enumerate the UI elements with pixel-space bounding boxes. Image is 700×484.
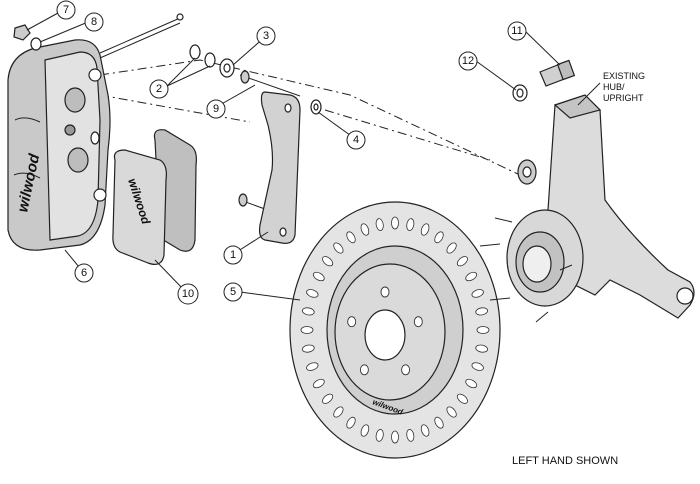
rotor-drill-hole xyxy=(301,344,315,353)
rotor-drill-hole xyxy=(346,416,356,429)
rotor-drill-hole xyxy=(333,242,344,254)
rotor-drill-hole xyxy=(434,231,444,244)
centerlines xyxy=(99,59,521,176)
caliper-bolt xyxy=(99,13,184,59)
rotor-drill-hole xyxy=(322,393,334,404)
svg-text:8: 8 xyxy=(91,16,97,28)
rotor-drill-hole xyxy=(471,289,484,298)
rotor-drill-hole xyxy=(406,429,415,442)
rotor-lug-hole xyxy=(359,364,369,376)
rotor-drill-hole xyxy=(471,362,484,371)
rotor-drill-hole xyxy=(312,378,325,389)
rotor-drill-hole xyxy=(375,429,384,442)
rotor-drill-hole xyxy=(406,218,415,231)
rotor-drill-hole xyxy=(333,406,344,418)
svg-text:10: 10 xyxy=(182,288,194,300)
callout-9: 9 xyxy=(206,99,226,119)
rotor-drill-hole xyxy=(391,430,399,444)
callout-5: 5 xyxy=(223,282,243,302)
rotor-drill-hole xyxy=(306,362,319,371)
rotor-drill-hole xyxy=(346,231,356,244)
rotor-drill-hole xyxy=(420,223,430,236)
svg-text:12: 12 xyxy=(462,55,474,67)
rotor-drill-hole xyxy=(475,307,489,316)
rotor-lug-hole xyxy=(401,364,411,376)
rotor-drill-hole xyxy=(446,406,457,418)
callout-4: 4 xyxy=(346,130,366,150)
rotor-drill-hole xyxy=(300,326,314,334)
svg-text:2: 2 xyxy=(156,83,162,95)
svg-text:7: 7 xyxy=(63,4,69,16)
svg-text:1: 1 xyxy=(230,249,236,261)
rotor-drill-holes xyxy=(300,216,490,444)
hub-upright xyxy=(479,94,695,323)
callout-6: 6 xyxy=(74,263,94,283)
rotor-drill-hole xyxy=(465,378,478,389)
washers xyxy=(189,44,322,115)
callout-7: 7 xyxy=(56,0,76,20)
callout-3: 3 xyxy=(256,26,276,46)
svg-text:UPRIGHT: UPRIGHT xyxy=(603,93,644,103)
svg-text:5: 5 xyxy=(230,286,236,298)
callout-1: 1 xyxy=(223,245,243,265)
rotor-lug-holes xyxy=(347,286,423,376)
rotor-drill-hole xyxy=(475,344,489,353)
rotor: wilwood xyxy=(289,201,501,459)
existing-hub-label: EXISTING HUB/ UPRIGHT xyxy=(603,71,645,103)
svg-text:11: 11 xyxy=(511,25,522,37)
callout-10: 10 xyxy=(177,283,199,305)
upright-washer xyxy=(512,84,528,102)
rotor-lug-hole xyxy=(380,286,390,298)
rotor-drill-hole xyxy=(375,218,384,231)
callout-11: 11 xyxy=(507,21,527,41)
rotor-lug-hole xyxy=(347,316,357,328)
rotor-drill-hole xyxy=(434,416,444,429)
caliper: wilwood xyxy=(7,39,111,251)
rotor-drill-hole xyxy=(301,307,315,316)
footer-caption: LEFT HAND SHOWN xyxy=(512,455,618,467)
svg-text:6: 6 xyxy=(81,267,87,279)
callout-12: 12 xyxy=(458,51,478,71)
caliper-nut-washer xyxy=(13,24,42,51)
rotor-drill-hole xyxy=(312,271,325,282)
svg-text:9: 9 xyxy=(213,103,219,115)
svg-text:3: 3 xyxy=(263,30,269,42)
rotor-drill-hole xyxy=(360,424,370,437)
rotor-drill-hole xyxy=(476,326,490,334)
rotor-drill-hole xyxy=(456,256,468,267)
callout-2: 2 xyxy=(149,79,169,99)
upright-bolt xyxy=(539,59,576,87)
rotor-lug-hole xyxy=(413,316,423,328)
rotor-drill-hole xyxy=(306,289,319,298)
svg-text:EXISTING: EXISTING xyxy=(603,71,645,81)
mounting-bracket xyxy=(258,91,301,244)
svg-text:4: 4 xyxy=(353,134,359,146)
callout-8: 8 xyxy=(84,12,104,32)
brake-pads: wilwood xyxy=(112,129,197,265)
svg-text:HUB/: HUB/ xyxy=(603,82,625,92)
rotor-drill-hole xyxy=(446,242,457,254)
rotor-drill-hole xyxy=(322,256,334,267)
rotor-drill-hole xyxy=(391,216,399,230)
rotor-drill-hole xyxy=(420,424,430,437)
rotor-drill-hole xyxy=(465,271,478,282)
rotor-drill-hole xyxy=(360,223,370,236)
rotor-drill-hole xyxy=(456,393,468,404)
